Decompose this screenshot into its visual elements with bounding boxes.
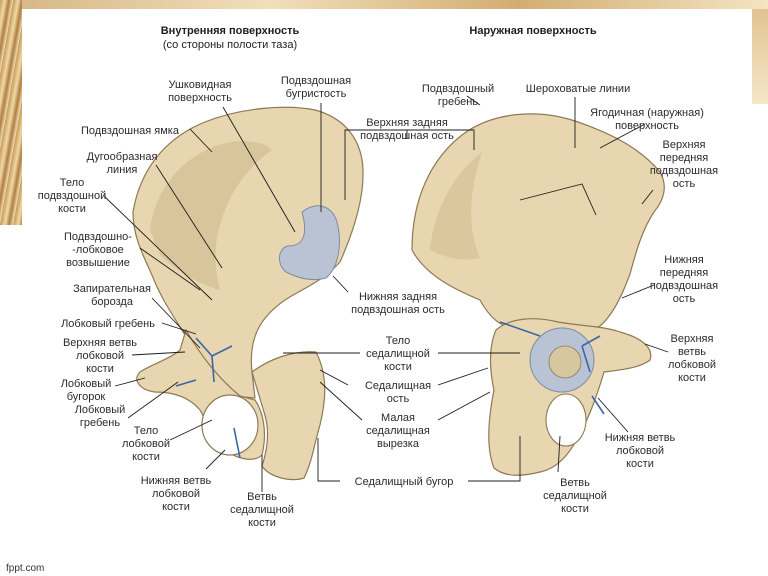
label-iliopubic-eminence-3: возвышение — [66, 257, 130, 269]
label-pubis-body-3: кости — [132, 451, 160, 463]
label-superior-pubic-ramus-3: кости — [86, 363, 114, 375]
label-outer-inferior-pubic-ramus-3: кости — [626, 458, 654, 470]
label-pubis-body-1: Тело — [134, 425, 159, 437]
label-anterior-inferior-spine-3: подвздошная — [650, 280, 718, 292]
inner-ischium — [251, 351, 326, 481]
label-obturator-groove-2: борозда — [91, 296, 134, 308]
label-ischium-body-2: седалищной — [366, 348, 430, 360]
outer-gluteal-shade — [430, 152, 482, 260]
label-iliopubic-eminence-1: Подвздошно- — [64, 231, 132, 243]
label-outer-ischial-ramus-1: Ветвь — [560, 477, 590, 489]
label-iliac-crest-1: Подвздошный — [422, 83, 494, 95]
label-posterior-superior-spine-1: Верхняя задняя — [366, 117, 448, 129]
background-decoration-right — [752, 9, 768, 104]
label-ilium-body-1: Тело — [60, 177, 85, 189]
label-iliac-tuberosity-1: Подвздошная — [281, 75, 351, 87]
illustration-panel — [22, 9, 752, 544]
label-arcuate-line-2: линия — [107, 164, 138, 176]
inner-surface-subtitle: (со стороны полости таза) — [163, 39, 297, 51]
label-arcuate-line-1: Дугообразная — [87, 151, 158, 163]
outer-acetabular-fossa — [548, 345, 582, 379]
label-pubic-crest-1: Лобковый — [75, 404, 126, 416]
label-anterior-superior-spine-2: передняя — [660, 152, 709, 164]
label-pubic-tubercle-1: Лобковый — [61, 378, 112, 390]
inner-obturator-foramen — [201, 394, 259, 456]
label-ischial-spine-1: Седалищная — [365, 380, 431, 392]
label-ischium-body-3: кости — [384, 361, 412, 373]
outer-surface-title: Наружная поверхность — [469, 25, 596, 37]
background-decoration-top — [22, 0, 768, 9]
label-outer-superior-pubic-ramus-2: ветвь — [678, 346, 706, 358]
label-gluteal-surface-1: Ягодичная (наружная) — [590, 107, 704, 119]
label-anterior-superior-spine-4: ость — [673, 178, 696, 190]
label-superior-pubic-ramus-2: лобковой — [76, 350, 124, 362]
outer-suture-lines — [499, 321, 605, 415]
label-pubic-crest-2: гребень — [80, 417, 120, 429]
label-outer-inferior-pubic-ramus-2: лобковой — [616, 445, 664, 457]
leader-lines — [103, 95, 669, 492]
outer-obturator-foramen — [545, 393, 587, 447]
label-outer-ischial-ramus-2: седалищной — [543, 490, 607, 502]
label-outer-ischial-ramus-3: кости — [561, 503, 589, 515]
label-anterior-inferior-spine-1: Нижняя — [664, 254, 703, 266]
label-inner-ischial-ramus-2: седалищной — [230, 504, 294, 516]
label-posterior-superior-spine-2: подвздошная ость — [360, 130, 454, 142]
label-anterior-inferior-spine-2: передняя — [660, 267, 709, 279]
background-decoration-left — [0, 0, 22, 225]
label-lesser-sciatic-notch-3: вырезка — [377, 438, 420, 450]
label-gluteal-surface-2: поверхность — [615, 120, 679, 132]
label-inferior-pubic-ramus-3: кости — [162, 501, 190, 513]
inner-surface-title: Внутренняя поверхность — [161, 25, 300, 37]
label-anterior-superior-spine-3: подвздошная — [650, 165, 718, 177]
label-gluteal-lines: Шероховатые линии — [526, 83, 630, 95]
source-credit: fppt.com — [6, 563, 45, 574]
inner-hip-bone — [132, 106, 364, 481]
label-ischial-tuberosity: Седалищный бугор — [355, 476, 454, 488]
label-anterior-superior-spine-1: Верхняя — [663, 139, 706, 151]
label-outer-superior-pubic-ramus-1: Верхняя — [671, 333, 714, 345]
label-posterior-inferior-spine-1: Нижняя задняя — [359, 291, 437, 303]
label-outer-superior-pubic-ramus-3: лобковой — [668, 359, 716, 371]
outer-ischial-ramus — [488, 389, 541, 476]
inner-auricular-surface — [279, 205, 340, 281]
label-ischial-spine-2: ость — [387, 393, 410, 405]
inner-suture-lines — [175, 337, 241, 459]
footer-bar — [0, 544, 768, 576]
inner-iliac-fossa-shade — [150, 141, 272, 290]
label-lesser-sciatic-notch-2: седалищная — [366, 425, 430, 437]
label-iliac-tuberosity-2: бугристость — [286, 88, 347, 100]
label-pubic-pecten: Лобковый гребень — [61, 318, 155, 330]
label-ilium-body-3: кости — [58, 203, 86, 215]
label-iliac-fossa: Подвздошная ямка — [81, 125, 180, 137]
label-pubis-body-2: лобковой — [122, 438, 170, 450]
label-pubic-tubercle-2: бугорок — [67, 391, 106, 403]
label-auricular-surface-2: поверхность — [168, 92, 232, 104]
label-obturator-groove-1: Запирательная — [73, 283, 151, 295]
label-inferior-pubic-ramus-2: лобковой — [152, 488, 200, 500]
label-auricular-surface-1: Ушковидная — [169, 79, 232, 91]
label-posterior-inferior-spine-2: подвздошная ость — [351, 304, 445, 316]
label-inner-ischial-ramus-1: Ветвь — [247, 491, 277, 503]
label-iliac-crest-2: гребень — [438, 96, 478, 108]
label-iliopubic-eminence-2: -лобковое — [72, 244, 124, 256]
label-superior-pubic-ramus-1: Верхняя ветвь — [63, 337, 137, 349]
label-outer-inferior-pubic-ramus-1: Нижняя ветвь — [605, 432, 676, 444]
label-ilium-body-2: подвздошной — [38, 190, 106, 202]
label-lesser-sciatic-notch-1: Малая — [381, 412, 415, 424]
label-inner-ischial-ramus-3: кости — [248, 517, 276, 529]
label-ischium-body-1: Тело — [386, 335, 411, 347]
label-outer-superior-pubic-ramus-4: кости — [678, 372, 706, 384]
outer-hip-bone — [411, 113, 665, 476]
label-inferior-pubic-ramus-1: Нижняя ветвь — [141, 475, 212, 487]
label-anterior-inferior-spine-4: ость — [673, 293, 696, 305]
